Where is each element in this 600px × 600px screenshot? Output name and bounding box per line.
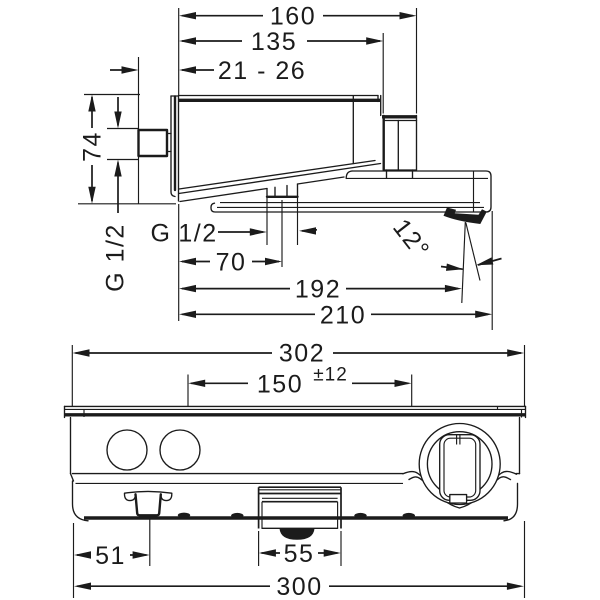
knob-grip [439,434,481,501]
select-button-left [106,429,148,471]
flange [170,94,180,202]
wall-elbow [382,114,418,179]
dim-connection-tolerance-label: ±12 [313,365,348,386]
dim-connection-spacing-label: 150 [257,370,303,398]
aerator [279,528,315,540]
spout-arm-side [210,170,492,213]
glass-plate-side [178,94,382,117]
wall-connector [137,128,169,158]
dim-wall-range-label: 21 - 26 [218,57,306,85]
dim-spout-width-label: 55 [284,540,315,568]
front-view: 302 150 ±12 51 55 300 [63,339,527,600]
side-view-extension-lines [78,8,493,330]
dim-body-width-label: 300 [276,573,322,600]
outlet-thread-size: 1/2 [178,220,217,248]
side-view: 160 135 21 - 26 74 G 1/2 G 1/2 70 192 21… [78,3,502,330]
vent-dashes [177,512,415,519]
front-view-body [63,405,527,540]
dim-drain-offset-label: 51 [95,542,126,570]
knob-index-mark [456,435,461,445]
dim-outlet-offset-label: 70 [216,249,247,277]
dim-total-width-label: 302 [279,339,325,367]
outlet-thread-prefix: G [151,220,172,248]
tub-outlet [123,490,173,517]
dim-spout-angle-label: 12° [387,214,435,265]
dim-plate-depth-label: 135 [251,28,297,56]
dim-total-depth-label: 160 [270,3,316,31]
dim-total-reach-label: 210 [320,301,366,329]
safety-button [449,493,468,504]
wall-thread-label: G 1/2 [102,223,130,292]
shelf-bar [63,405,527,419]
dim-height-label: 74 [79,131,107,162]
dim-spout-reach-label: 192 [295,276,341,304]
temperature-knob [418,422,501,506]
bottom-outlet-stub [265,183,299,198]
side-view-body [137,94,492,224]
body-wedge [178,95,382,203]
spout-front [257,486,342,540]
front-view-extension-lines [71,345,526,598]
spout-tip-side [443,207,487,224]
select-button-right [159,429,201,471]
